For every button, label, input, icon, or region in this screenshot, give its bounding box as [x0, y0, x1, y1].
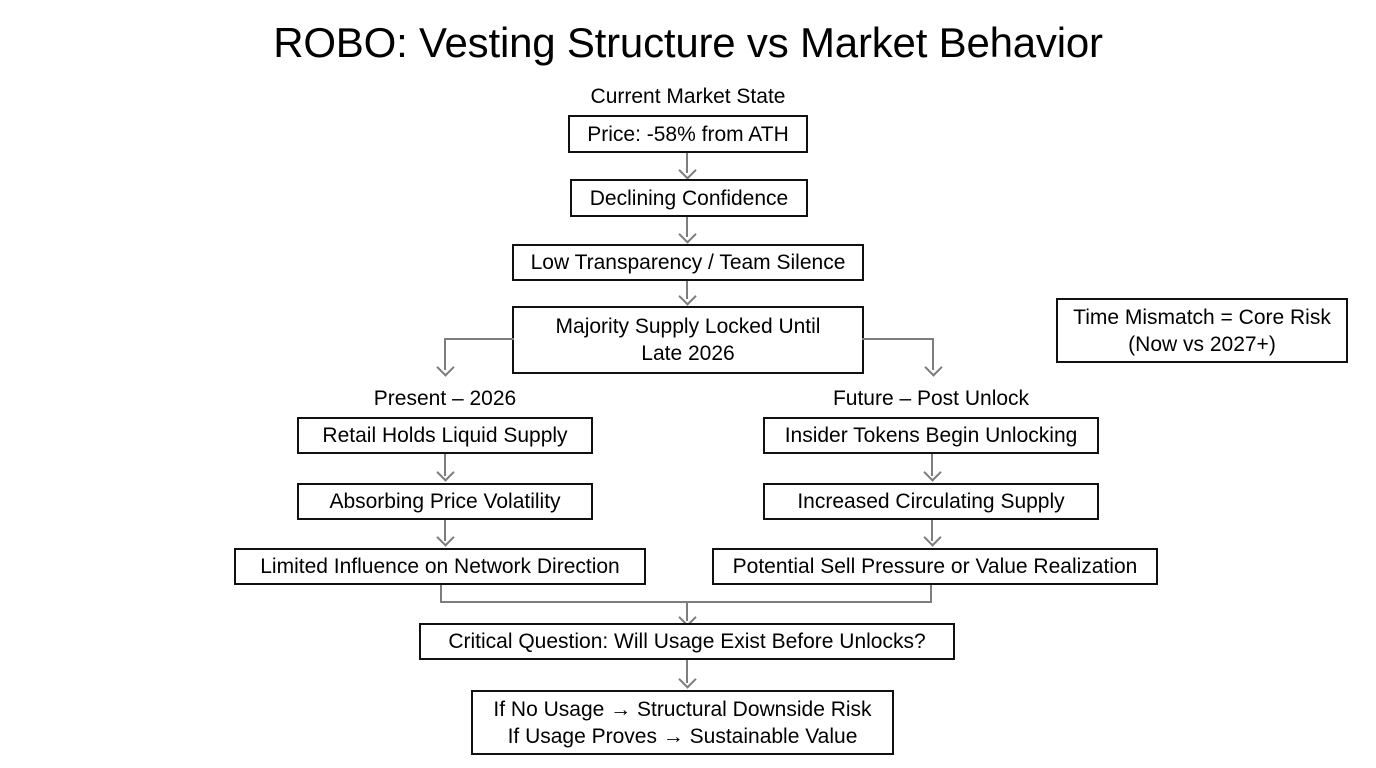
node-critical-question[interactable]: Critical Question: Will Usage Exist Befo…	[419, 623, 955, 660]
node-low-transparency[interactable]: Low Transparency / Team Silence	[512, 244, 864, 281]
connector-critical-to-outcome	[686, 660, 688, 683]
node-outcome[interactable]: If No Usage → Structural Downside Risk I…	[471, 690, 894, 755]
connector-merge-to-critical	[686, 601, 688, 621]
section-label-present-2026: Present – 2026	[373, 387, 517, 410]
arrowhead-insider-to-increased	[923, 463, 942, 482]
node-price[interactable]: Price: -58% from ATH	[568, 115, 808, 153]
section-label-current-market-state: Current Market State	[590, 85, 786, 108]
arrowhead-transparency-to-supply	[678, 287, 697, 306]
node-absorbing-volatility[interactable]: Absorbing Price Volatility	[297, 483, 593, 520]
node-majority-supply[interactable]: Majority Supply Locked Until Late 2026	[512, 306, 864, 374]
connector-merge-right-vertical	[930, 585, 932, 603]
node-time-mismatch[interactable]: Time Mismatch = Core Risk (Now vs 2027+)	[1056, 298, 1348, 363]
node-declining-confidence[interactable]: Declining Confidence	[570, 179, 808, 217]
arrowhead-price-to-confidence	[678, 161, 697, 180]
arrowhead-confidence-to-transparency	[678, 225, 697, 244]
arrowhead-increased-to-potential	[923, 528, 942, 547]
connector-split-left-horizontal	[444, 338, 514, 340]
node-retail-holds[interactable]: Retail Holds Liquid Supply	[297, 417, 593, 454]
node-insider-tokens[interactable]: Insider Tokens Begin Unlocking	[763, 417, 1099, 454]
connector-retail-to-absorbing	[444, 454, 446, 476]
node-potential-sell-pressure[interactable]: Potential Sell Pressure or Value Realiza…	[712, 548, 1158, 585]
page-title: ROBO: Vesting Structure vs Market Behavi…	[273, 19, 1103, 66]
section-label-future-post-unlock: Future – Post Unlock	[832, 387, 1030, 410]
arrowhead-split-left	[436, 358, 455, 377]
connector-transparency-to-supply	[686, 281, 688, 299]
connector-merge-left-vertical	[440, 585, 442, 603]
arrowhead-retail-to-absorbing	[436, 463, 455, 482]
arrowhead-critical-to-outcome	[678, 670, 697, 689]
connector-split-right-vertical	[932, 338, 934, 370]
connector-insider-to-increased	[931, 454, 933, 476]
node-limited-influence[interactable]: Limited Influence on Network Direction	[234, 548, 646, 585]
connector-split-right-horizontal	[862, 338, 934, 340]
connector-confidence-to-transparency	[686, 217, 688, 237]
connector-split-left-vertical	[444, 338, 446, 370]
node-increased-supply[interactable]: Increased Circulating Supply	[763, 483, 1099, 520]
connector-increased-to-potential	[931, 520, 933, 541]
arrowhead-split-right	[924, 358, 943, 377]
connector-price-to-confidence	[686, 153, 688, 173]
arrowhead-absorbing-to-limited	[436, 528, 455, 547]
connector-absorbing-to-limited	[444, 520, 446, 541]
